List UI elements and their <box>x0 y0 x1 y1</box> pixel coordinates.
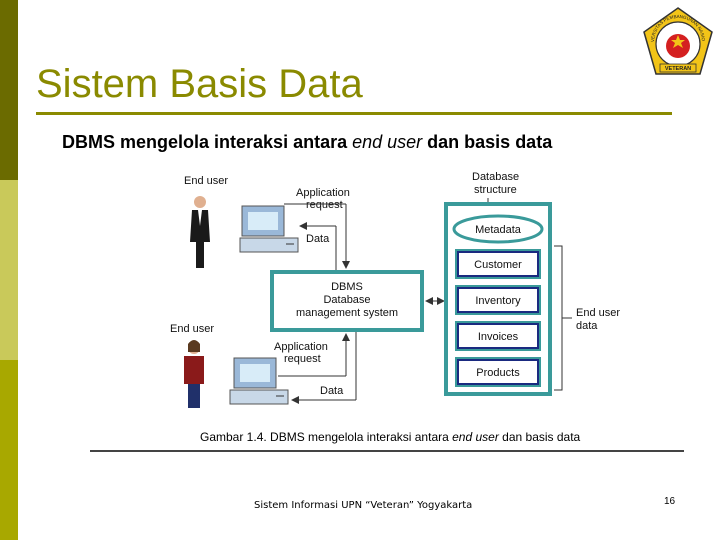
side-bar-middle <box>0 180 18 360</box>
end-user-data-line1: End user <box>576 307 620 319</box>
data-2-label: Data <box>320 385 344 397</box>
dbms-line1: DBMS <box>331 281 363 293</box>
slide-title: Sistem Basis Data <box>36 62 363 106</box>
caption-emphasis: end user <box>452 430 499 444</box>
dbms-line3: management system <box>296 307 398 319</box>
subtitle-text-1: DBMS mengelola interaksi antara <box>62 132 353 152</box>
dbms-line2: Database <box>323 294 370 306</box>
slide-subtitle: DBMS mengelola interaksi antara end user… <box>62 132 552 153</box>
caption-divider <box>90 450 684 452</box>
figure-caption: Gambar 1.4. DBMS mengelola interaksi ant… <box>200 430 580 444</box>
metadata-label: Metadata <box>475 224 522 236</box>
end-user-data-bracket <box>554 245 563 391</box>
table-inventory-label: Inventory <box>475 295 521 307</box>
app-request-2-line2: request <box>284 353 321 365</box>
end-user-1-label: End user <box>184 175 228 187</box>
app-request-2-line1: Application <box>274 341 328 353</box>
dbms-box <box>270 270 424 332</box>
computer-1 <box>239 205 299 253</box>
page-number: 16 <box>664 496 676 507</box>
end-user-2-label: End user <box>170 323 214 335</box>
data-1-label: Data <box>306 233 330 245</box>
caption-text-2: dan basis data <box>498 430 581 444</box>
logo-banner <box>659 63 697 73</box>
university-logo: UNIVERSITAS PEMBANGUNAN NASIONAL VETERAN <box>642 6 713 75</box>
title-underline <box>36 112 672 115</box>
side-bar-bottom <box>0 360 18 540</box>
logo-star <box>671 35 685 48</box>
subtitle-emphasis: end user <box>352 132 423 152</box>
end-user-1-figure <box>190 196 210 268</box>
app-request-1-line1: Application <box>296 187 350 199</box>
db-structure-line1: Database <box>472 171 519 183</box>
caption-text-1: Gambar 1.4. DBMS mengelola interaksi ant… <box>200 430 453 444</box>
table-invoices-label: Invoices <box>478 331 519 343</box>
subtitle-text-2: dan basis data <box>422 132 553 152</box>
end-user-2-figure <box>184 340 204 408</box>
table-customer-label: Customer <box>474 259 522 271</box>
db-structure-line2: structure <box>474 184 517 196</box>
metadata-oval <box>452 214 544 244</box>
footer-text: Sistem Informasi UPN “Veteran” Yogyakart… <box>254 500 473 511</box>
logo-banner-text: VETERAN <box>665 66 691 72</box>
computer-2 <box>229 357 289 405</box>
end-user-data-line2: data <box>576 320 598 332</box>
side-bar-top <box>0 0 18 180</box>
table-products-label: Products <box>476 367 520 379</box>
dbms-diagram: End user Application request Data DBMS D… <box>170 171 620 408</box>
app-request-1-line2: request <box>306 199 343 211</box>
